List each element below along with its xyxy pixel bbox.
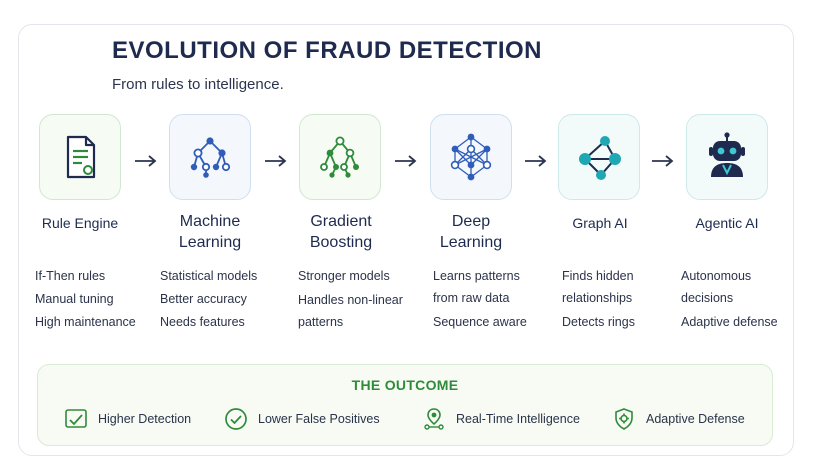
stage-agentic-ai-box [686,114,768,200]
arrow-right-icon [525,155,547,167]
stage-bullet: Detects rings [562,315,635,329]
arrow-right-icon [395,155,417,167]
stage-bullet: Manual tuning [35,292,114,306]
outcome-label: Higher Detection [98,412,192,426]
stage-rule-engine-box [39,114,121,200]
outcome-item-higher-detection: Higher Detection [64,407,191,431]
outcome-item-adaptive-defense: Adaptive Defense [612,407,745,431]
stage-bullet: Handles non-linear [298,293,403,307]
stage-name-rule-engine: Rule Engine [41,215,119,231]
neural-network-icon [450,133,492,181]
location-network-icon [424,408,444,430]
stage-bullet: Adaptive defense [681,315,778,329]
stage-bullet: Sequence aware [433,315,527,329]
stage-bullet: decisions [681,291,734,305]
page-title: EVOLUTION OF FRAUD DETECTION [112,37,542,64]
stage-bullet: If-Then rules [35,269,106,283]
outcome-label: Lower False Positives [258,412,380,426]
stage-bullet: Needs features [160,315,245,329]
outcome-label: Real-Time Intelligence [456,412,580,426]
stage-bullet: Learns patterns [433,269,520,283]
document-rules-icon [66,135,96,179]
outcome-panel: THE OUTCOME Higher Detection Lower False… [37,364,773,446]
outcome-item-real-time-intelligence: Real-Time Intelligence [422,407,580,431]
shield-gear-icon [615,408,633,430]
arrow-right-icon [265,155,287,167]
arrow-right-icon [652,155,674,167]
decision-tree-icon [320,136,359,178]
stage-bullet: Finds hidden [562,269,634,283]
stage-gradient-boosting-box [299,114,381,200]
outcome-label: Adaptive Defense [646,412,745,426]
stage-bullet: Autonomous [681,269,752,283]
stage-name-agentic-ai: Agentic AI [695,215,759,231]
stage-bullet: Better accuracy [160,292,247,306]
stage-name-graph-ai: Graph AI [572,215,628,231]
stage-bullet: High maintenance [35,315,136,329]
outcome-item-lower-false-positives: Lower False Positives [224,407,380,431]
robot-icon [709,132,745,177]
stage-graph-ai-box [558,114,640,200]
stage-bullet: from raw data [433,291,510,305]
stage-deep-learning-box [430,114,512,200]
page-subtitle: From rules to intelligence. [112,76,284,93]
stage-bullet: patterns [298,315,344,329]
graph-nodes-icon [579,136,621,180]
outcome-title: THE OUTCOME [351,377,459,393]
neural-tree-icon [190,137,231,178]
circle-check-icon [225,408,247,430]
stage-bullet: relationships [562,291,633,305]
stage-bullet: Statistical models [160,269,258,283]
stage-machine-learning-box [169,114,251,200]
stage-bullet: Stronger models [298,269,390,283]
arrow-right-icon [135,155,157,167]
chart-check-icon [65,409,87,428]
